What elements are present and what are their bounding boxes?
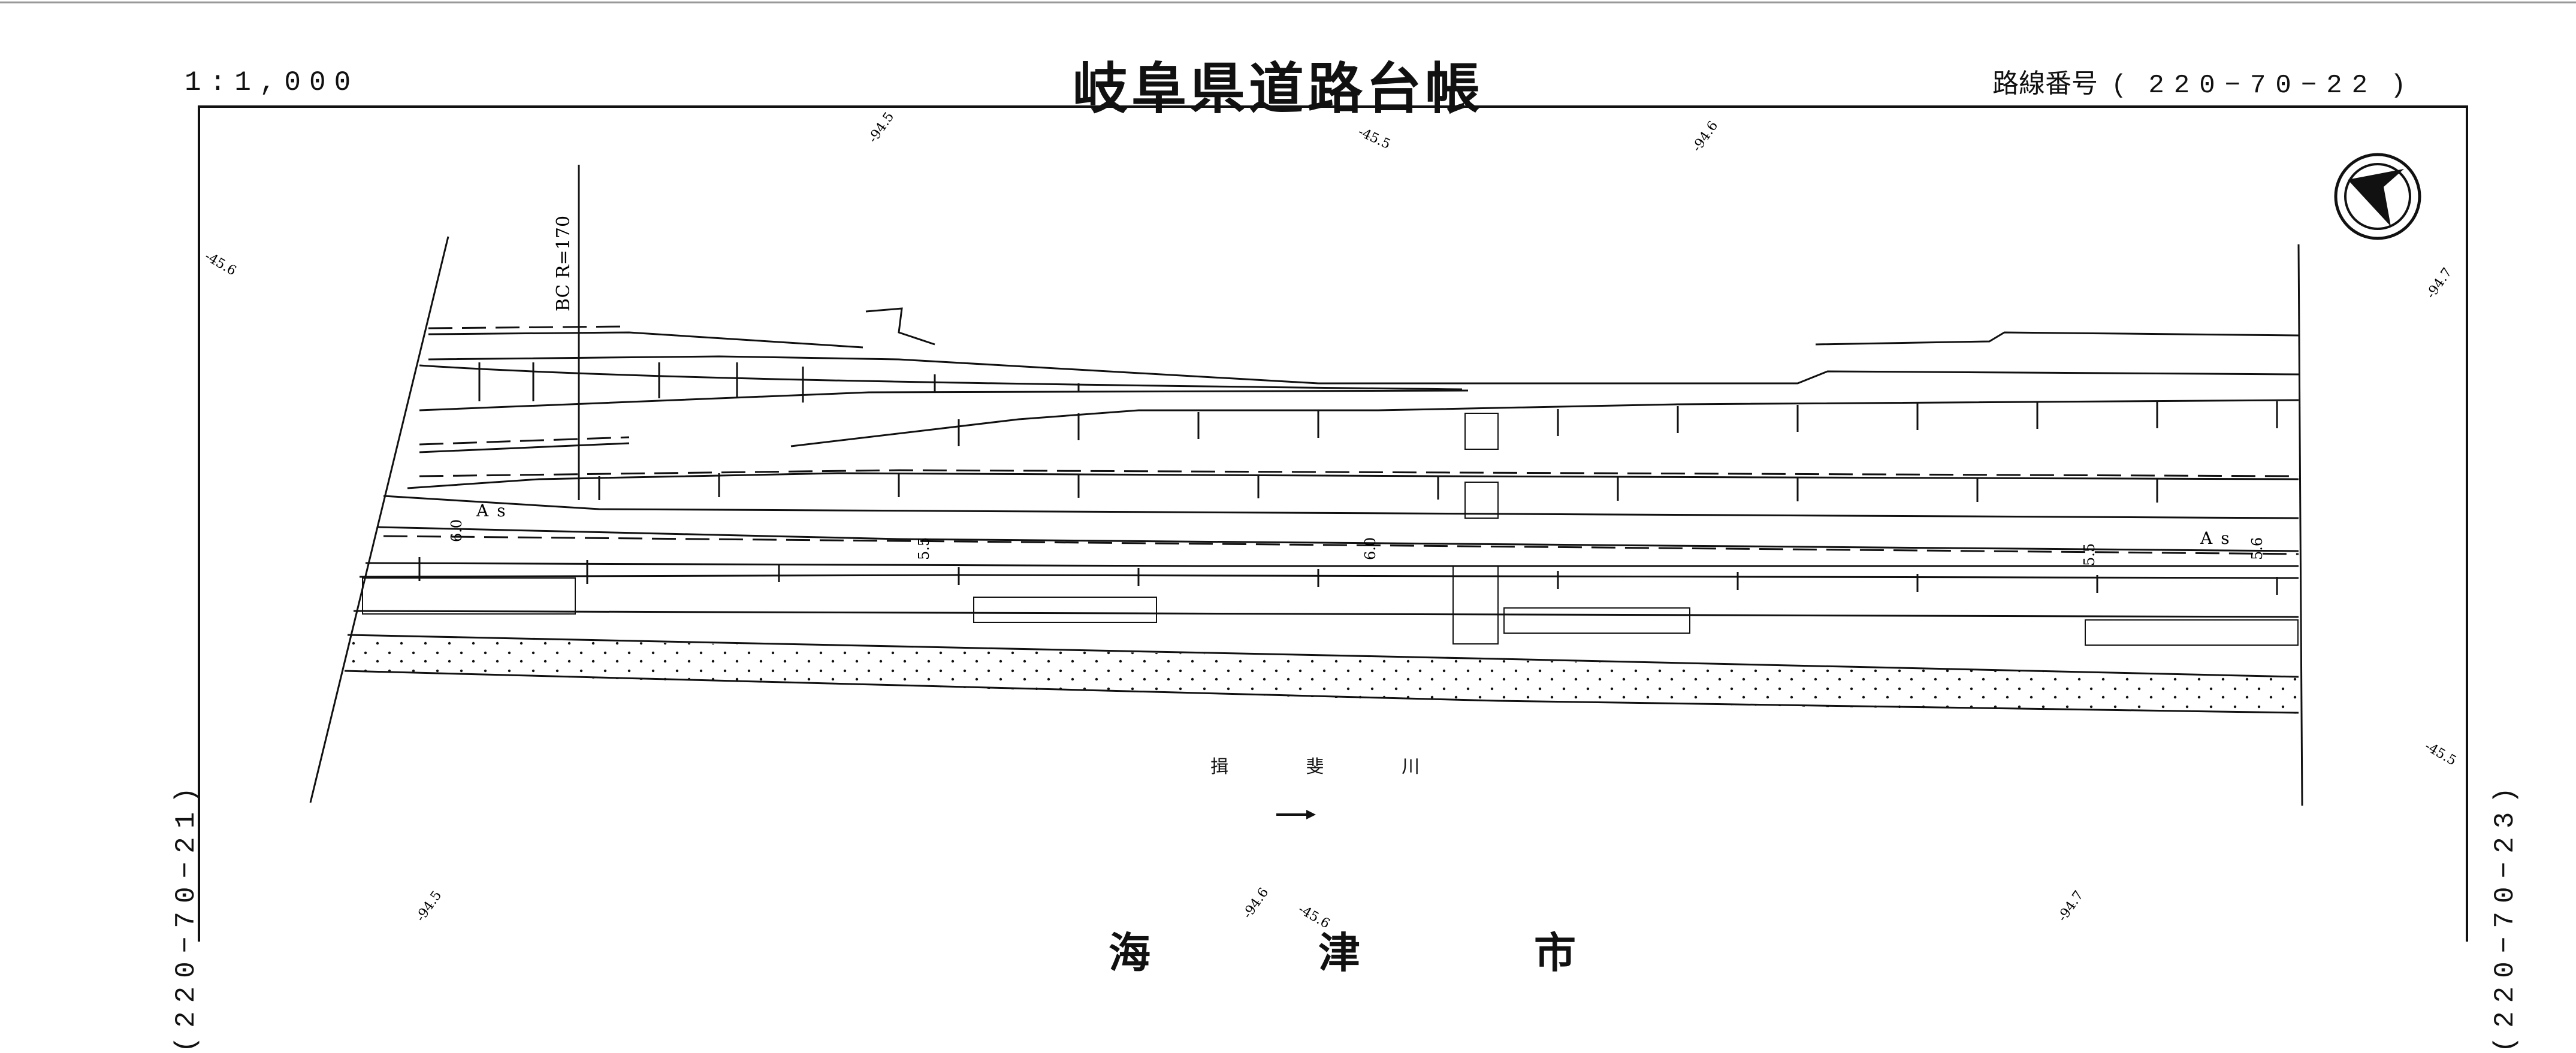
bottom-city-char: 海	[1109, 928, 1150, 978]
river-name: 揖 斐 川	[1210, 757, 1456, 777]
surface-label-left: As	[476, 501, 514, 521]
page-title: 岐阜県道路台帳	[1073, 56, 1484, 121]
elevation-label: -45.6	[202, 249, 238, 279]
width-label: 5.5	[2081, 543, 2098, 566]
elevation-label: -94.6	[1689, 119, 1721, 155]
map-frame	[198, 105, 2468, 942]
elevation-label: -94.7	[2423, 265, 2455, 302]
route-number-block: 路線番号 ( 220−70−22 )	[1992, 62, 2419, 101]
width-label: 6.0	[1362, 537, 1379, 560]
width-label: 5.6	[2249, 537, 2266, 560]
dashed-lane-lines	[383, 325, 2299, 555]
boundary-right	[2297, 244, 2303, 806]
elevation-label: -94.6	[1240, 885, 1272, 922]
route-label: 路線番号	[1992, 68, 2098, 99]
width-label: 5.5	[916, 537, 932, 560]
dotted-bank	[345, 636, 2299, 714]
bottom-city-char: 津	[1318, 928, 1360, 978]
route-number: 220−70−22	[2148, 71, 2378, 101]
route-open-paren: (	[2111, 71, 2127, 101]
elevation-label: -94.5	[865, 110, 897, 146]
elevation-label: -45.5	[1355, 125, 1393, 153]
surface-label-right: As	[2200, 528, 2238, 548]
lane-ticks	[418, 362, 2278, 595]
hatched-areas	[362, 413, 2299, 646]
width-label: 6.0	[448, 519, 465, 542]
bottom-city-char: 市	[1534, 928, 1576, 978]
curve-label: BC R=170	[553, 216, 574, 311]
compass-arrow-icon	[2334, 153, 2421, 240]
elevation-label: -94.5	[413, 888, 445, 925]
elevation-label: -45.5	[2422, 739, 2459, 769]
elevation-label: -94.7	[2055, 888, 2086, 925]
route-close-paren: )	[2390, 71, 2406, 101]
boundary-left	[309, 236, 449, 803]
map-scale: 1:1,000	[185, 67, 360, 98]
river-flow-arrow-icon	[1276, 810, 1316, 819]
road-ledger-map: BC R=170 As As 6.0 5.5 6.0 5.5 5.6 -94.5…	[0, 1, 2576, 942]
